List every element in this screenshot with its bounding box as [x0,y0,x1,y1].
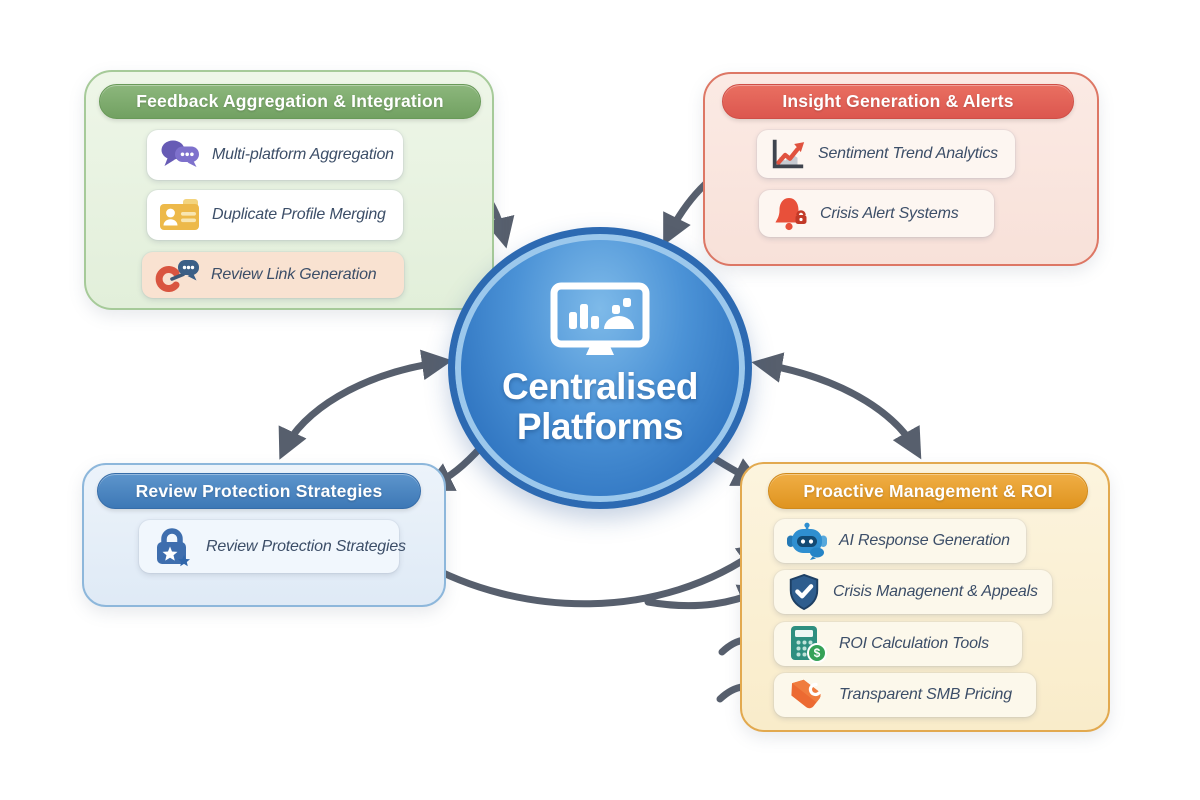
group-insight-title: Insight Generation & Alerts [782,91,1014,111]
svg-text:$: $ [814,646,821,660]
feature-label: Transparent SMB Pricing [839,686,1012,703]
group-feedback-header: Feedback Aggregation & Integration [99,84,481,119]
group-insight-alerts: Insight Generation & Alerts Sentiment Tr… [703,72,1099,266]
link-chat-icon [154,258,200,292]
feature-label: Review Protection Strategies [206,537,406,555]
robot-icon [786,522,828,560]
group-review-protection: Review Protection Strategies Review Prot… [82,463,446,607]
feature-crisis-management-appeals: Crisis Managenent & Appeals [774,570,1052,614]
group-proactive-title: Proactive Management & ROI [803,480,1053,501]
feature-label: Crisis Managenent & Appeals [833,583,1038,600]
shield-check-icon [786,573,822,611]
monitor-chart-icon [548,281,652,361]
feature-transparent-smb-pricing: Transparent SMB Pricing [774,673,1036,717]
arrow-protection-airesponse [410,542,769,608]
feature-review-link-generation: Review Link Generation [142,252,404,298]
feature-review-protection-strategies: Review Protection Strategies [139,520,406,573]
feature-sentiment-trend-analytics: Sentiment Trend Analytics [757,130,1015,178]
group-proactive-header: Proactive Management & ROI [768,473,1088,509]
group-feedback-aggregation: Feedback Aggregation & Integration Multi… [84,70,494,310]
feature-label: Sentiment Trend Analytics [818,145,998,162]
feature-multi-platform-aggregation: Multi-platform Aggregation [147,130,403,180]
group-insight-header: Insight Generation & Alerts [722,84,1074,119]
center-node-centralised-platforms: Centralised Platforms [448,227,752,509]
price-tag-icon [786,676,828,714]
center-node-title: Centralised Platforms [501,366,699,447]
feature-label: Duplicate Profile Merging [212,206,386,223]
group-feedback-title: Feedback Aggregation & Integration [136,91,444,111]
arrow-center-proactive-header [751,352,922,460]
group-protection-header: Review Protection Strategies [97,473,421,509]
feature-ai-response-generation: AI Response Generation [774,519,1026,563]
group-proactive-roi: Proactive Management & ROI AI Response G… [740,462,1110,732]
id-card-icon [159,198,201,232]
trend-chart-icon [769,136,807,172]
lock-star-icon [151,527,195,567]
center-title-line1: Centralised [501,366,699,408]
chat-bubbles-icon [159,138,201,172]
feature-label: ROI Calculation Tools [839,635,989,652]
alert-bell-icon [771,195,809,233]
feature-roi-calculation-tools: $ ROI Calculation Tools [774,622,1022,666]
feature-label: Crisis Alert Systems [820,204,959,222]
feature-label: AI Response Generation [839,532,1010,549]
feature-crisis-alert-systems: Crisis Alert Systems [759,190,994,237]
center-title-line2: Platforms [516,406,684,447]
feature-label: Review Link Generation [211,266,377,283]
feature-label: Multi-platform Aggregation [212,146,394,163]
feature-duplicate-profile-merging: Duplicate Profile Merging [147,190,403,240]
group-protection-title: Review Protection Strategies [135,480,383,501]
calculator-icon: $ [786,624,828,664]
arrow-center-protection-header [278,349,453,460]
